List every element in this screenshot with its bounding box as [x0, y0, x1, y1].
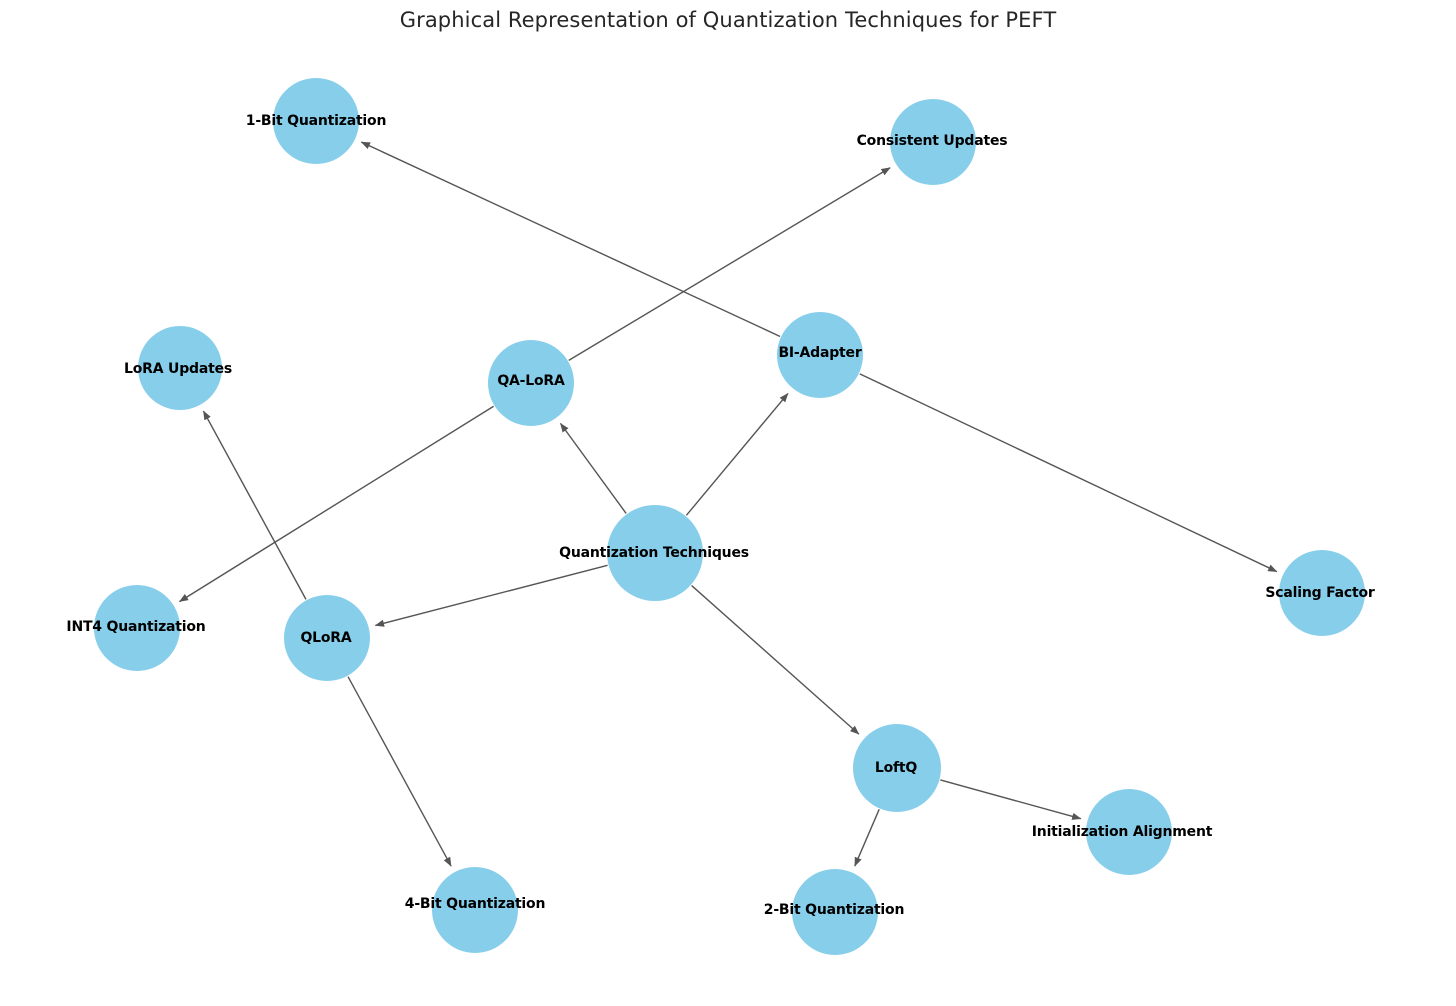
- edges-layer: [178, 141, 1278, 867]
- nodes-layer: [94, 78, 1365, 955]
- graph-node-initialization-alignment[interactable]: [1086, 789, 1172, 875]
- graph-node-bi-adapter[interactable]: [777, 312, 863, 398]
- graph-node-consistent-updates[interactable]: [890, 99, 976, 185]
- graph-edge-quantization-techniques-to-qlora: [374, 564, 608, 627]
- graph-node-one-bit-quantization[interactable]: [273, 78, 359, 164]
- graph-edge-qa-lora-to-consistent-updates: [568, 167, 891, 361]
- graph-node-int4-quantization[interactable]: [94, 585, 180, 671]
- graph-edge-quantization-techniques-to-loftq: [691, 585, 860, 735]
- graph-edge-qlora-to-lora-updates: [202, 410, 307, 600]
- page-title: Graphical Representation of Quantization…: [399, 8, 1057, 32]
- graph-edge-loftq-to-initialization-alignment: [940, 779, 1082, 820]
- graph-edge-loftq-to-two-bit-quantization: [854, 809, 880, 867]
- graph-edge-qlora-to-four-bit-quantization: [347, 676, 452, 867]
- graph-node-four-bit-quantization[interactable]: [432, 867, 518, 953]
- graph-node-lora-updates[interactable]: [138, 326, 222, 410]
- graph-node-loftq[interactable]: [853, 724, 941, 812]
- graph-node-qa-lora[interactable]: [488, 340, 574, 426]
- graph-edge-qa-lora-to-int4-quantization: [178, 405, 495, 603]
- graph-node-quantization-techniques[interactable]: [607, 505, 703, 601]
- graph-edge-bi-adapter-to-scaling-factor: [859, 373, 1278, 573]
- graph-node-qlora[interactable]: [284, 595, 370, 681]
- graph-node-two-bit-quantization[interactable]: [792, 869, 878, 955]
- graph-node-scaling-factor[interactable]: [1279, 550, 1365, 636]
- graph-edge-quantization-techniques-to-qa-lora: [559, 422, 627, 514]
- graph-edge-bi-adapter-to-one-bit-quantization: [360, 141, 781, 338]
- graph-edge-quantization-techniques-to-bi-adapter: [685, 392, 789, 516]
